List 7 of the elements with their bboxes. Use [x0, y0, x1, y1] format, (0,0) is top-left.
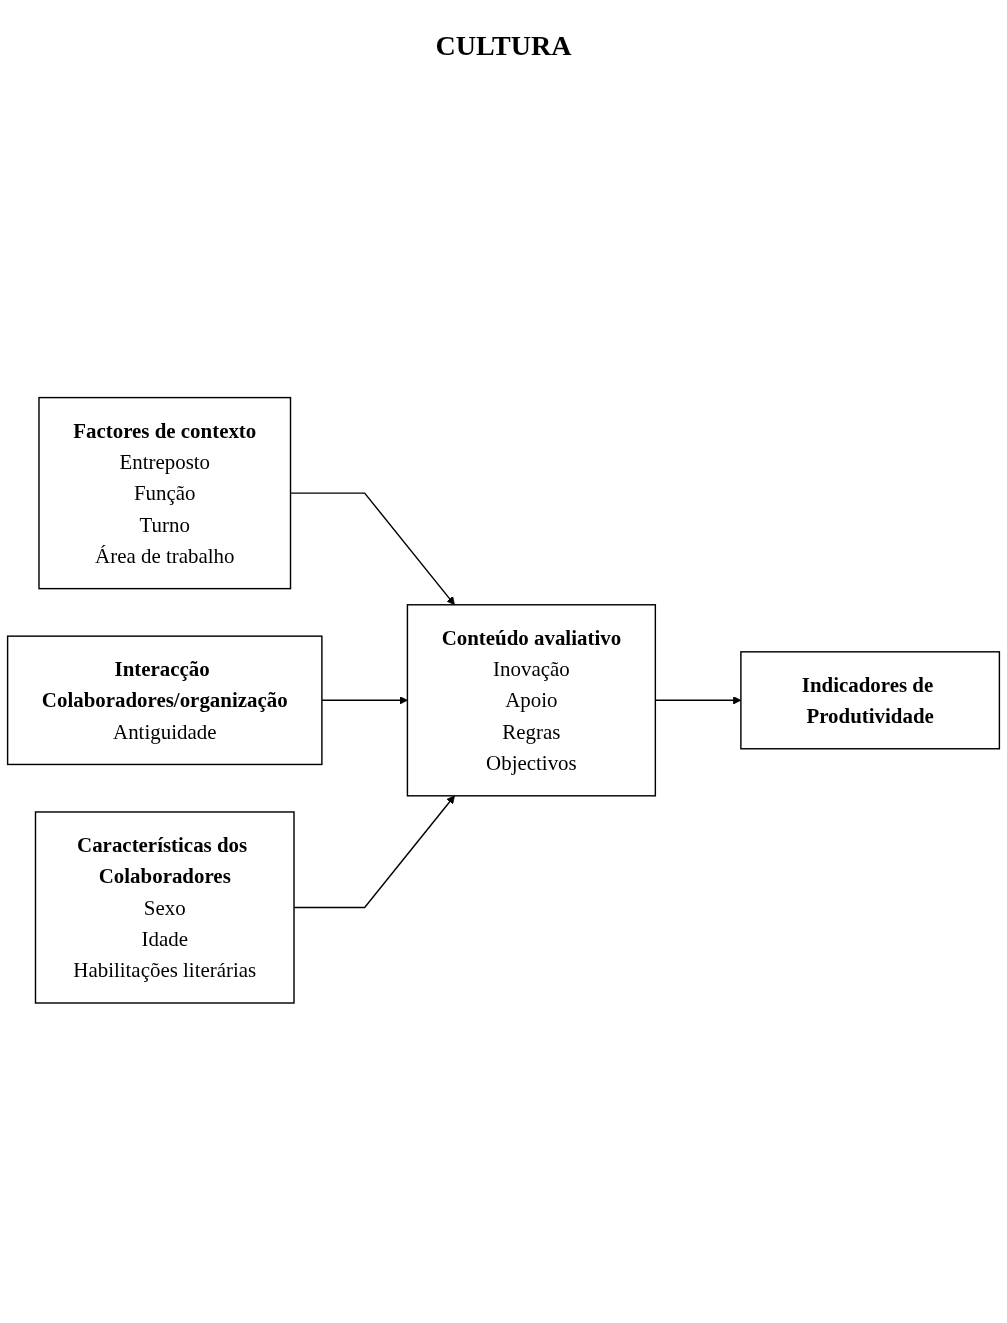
node-box: Características dos Colaboradores Sexo Idade Habilitações literárias [34, 810, 295, 1004]
node-box: Interacção Colaboradores/organização Antiguidade [6, 635, 323, 765]
node-box: Conteúdo avaliativo Inovação Apoio Regras Objectivos [406, 603, 657, 797]
node-box: Factores de contexto Entreposto Função Turno Área de trabalho [38, 396, 292, 590]
node-box: Indicadores de Produtividade [740, 650, 1001, 750]
arrow [321, 695, 408, 705]
section-heading: CULTURA [435, 30, 572, 62]
